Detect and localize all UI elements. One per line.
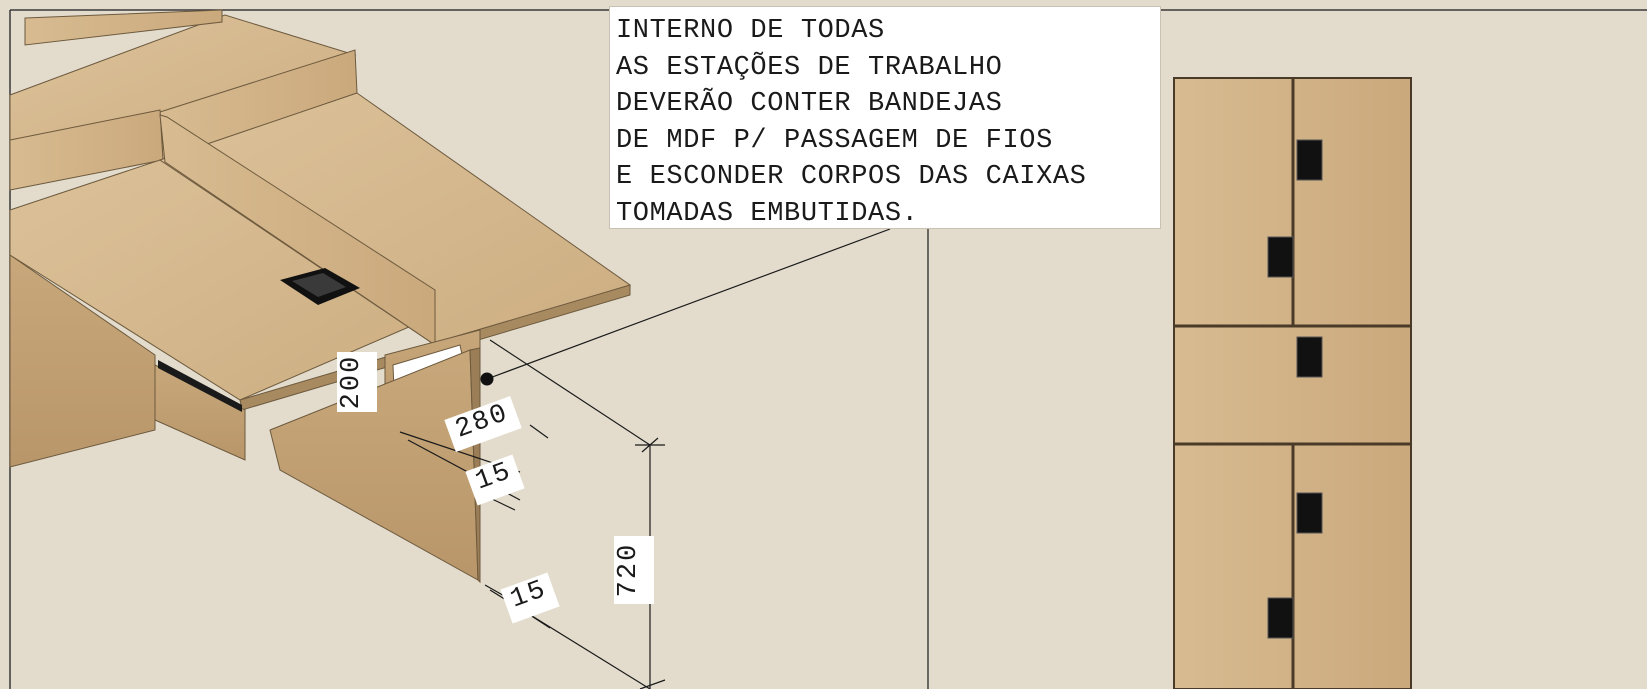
note-line: INTERNO DE TODAS — [616, 16, 885, 46]
annotation-note: INTERNO DE TODAS AS ESTAÇÕES DE TRABALHO… — [609, 6, 1161, 229]
note-line: TOMADAS EMBUTIDAS. — [616, 198, 919, 229]
drawer-handle-icon — [158, 360, 242, 412]
handle-icon — [1267, 236, 1294, 278]
handle-icon — [1296, 492, 1323, 534]
locker-cabinet — [1173, 77, 1412, 689]
depth-dim-line — [489, 339, 651, 446]
leg-dim-tick-2 — [529, 614, 551, 629]
handle-icon — [1296, 139, 1323, 181]
leader-line — [486, 228, 891, 380]
note-line: E ESCONDER CORPOS DAS CAIXAS — [616, 162, 1087, 192]
back-divider-small — [24, 9, 223, 46]
main-desk-top — [9, 159, 427, 401]
left-cabinet-body — [9, 254, 156, 468]
note-line: AS ESTAÇÕES DE TRABALHO — [616, 52, 1003, 83]
handle-icon — [1267, 597, 1294, 639]
tray-dim-tick-3 — [529, 424, 549, 439]
workstation-isometric — [9, 9, 632, 584]
height-dim-tick-bottom — [639, 679, 666, 689]
dim-label-desk-height: 720 — [614, 536, 654, 604]
leader-dot — [480, 372, 494, 386]
tray-dim-tick-4 — [489, 497, 516, 511]
cable-grommet-inner — [292, 273, 346, 297]
dim-label-tray-height: 200 — [337, 352, 377, 412]
handle-icon — [1296, 336, 1323, 378]
note-line: DEVERÃO CONTER BANDEJAS — [616, 89, 1003, 119]
leg-panel-edge — [469, 347, 481, 584]
note-line: DE MDF P/ PASSAGEM DE FIOS — [616, 125, 1053, 156]
center-divider-panel — [159, 114, 436, 346]
